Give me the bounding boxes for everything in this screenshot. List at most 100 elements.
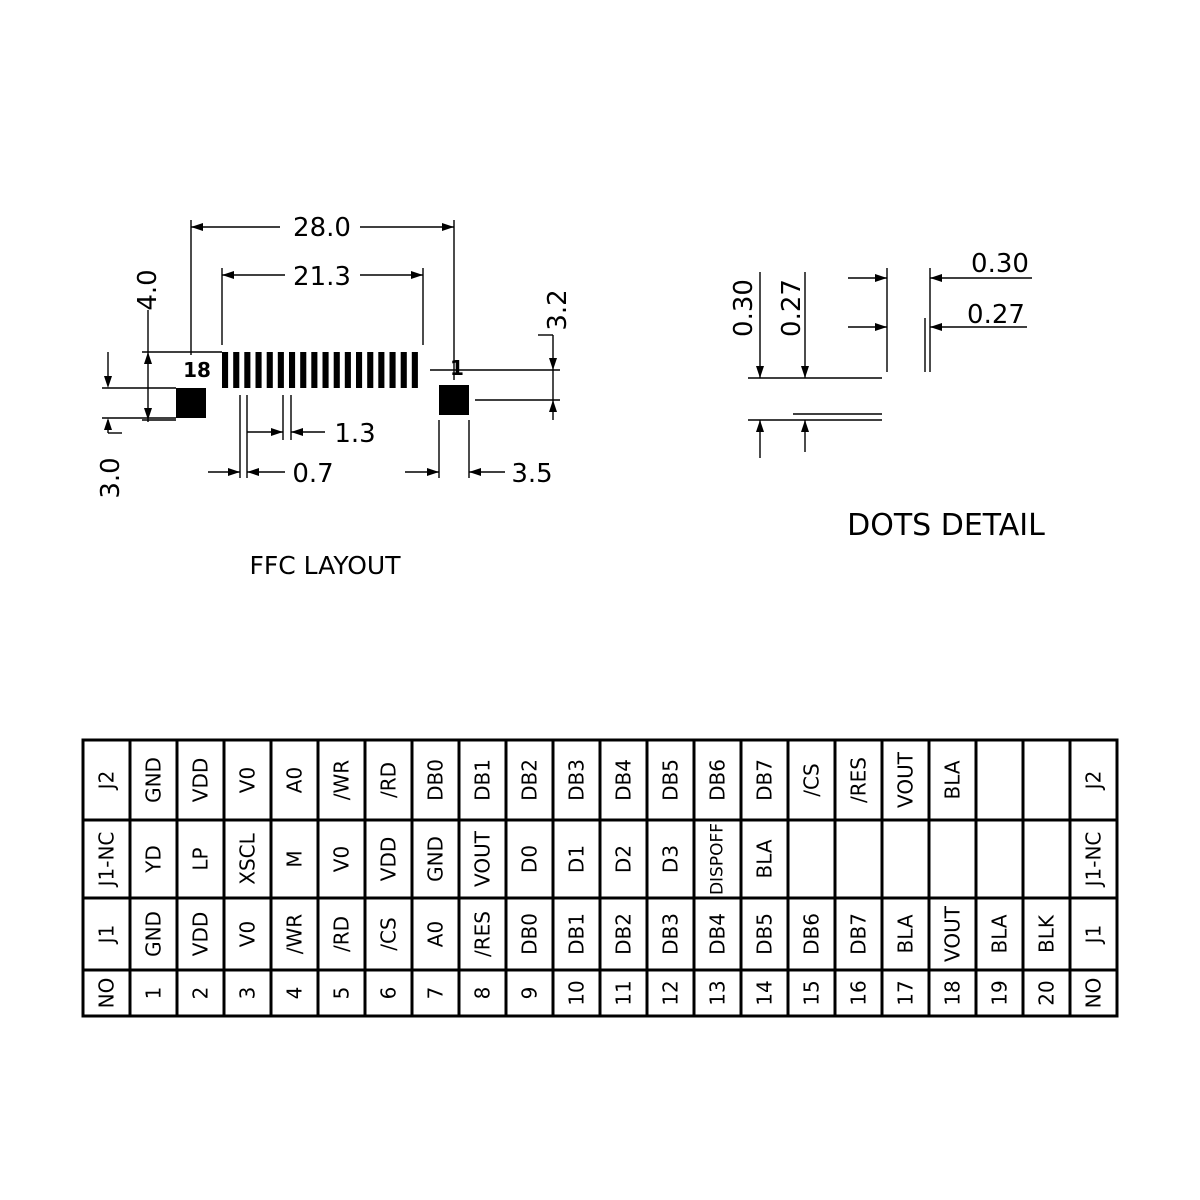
table-cell: DB2 [518,759,542,801]
pin-stripe [333,352,340,388]
table-cell: DB3 [565,759,589,801]
table-cell: /RES [471,911,495,957]
table-cell: DB5 [753,913,777,955]
table-cell: DB6 [800,913,824,955]
table-cell: J1-NC [1082,832,1106,889]
table-cell: 4 [283,987,307,1000]
table-cell: /RD [377,762,401,798]
table-cell: 9 [518,987,542,1000]
table-cell: 12 [659,980,683,1005]
table-cell: M [283,850,307,867]
table-cell: J1 [1082,925,1106,946]
table-cell: BLA [941,760,965,799]
dots-detail: 0.30 0.27 0.30 0.27 DOTS DETAIL [729,249,1045,543]
pin-stripe [378,352,385,388]
table-cell: V0 [236,921,260,947]
left-pad [176,388,206,418]
pin-stripe [411,352,418,388]
pin-stripe [222,352,229,388]
table-cell: 10 [565,980,589,1005]
table-cell: 7 [424,987,448,1000]
table-cell: /WR [283,914,307,955]
ffc-layout-title: FFC LAYOUT [250,551,402,580]
table-cell: VOUT [471,830,495,887]
table-cell: BLK [1035,914,1059,953]
table-cell: DB1 [471,759,495,801]
table-cell: /CS [377,917,401,950]
pin-stripe [400,352,407,388]
table-cell: DB4 [612,759,636,801]
table-cell: NO [1082,978,1106,1009]
dots-detail-title: DOTS DETAIL [847,508,1045,543]
table-cell: VOUT [941,905,965,962]
table-cell: VDD [189,912,213,956]
table-cell: NO [95,978,119,1009]
pin-stripe [322,352,329,388]
table-cell: V0 [330,846,354,872]
pin-stripe [277,352,284,388]
dots-h-0-30: 0.30 [971,249,1029,279]
table-cell: BLA [988,914,1012,953]
dots-v-0-30: 0.30 [729,279,759,337]
table-cell: DB0 [518,913,542,955]
table-cell: D3 [659,845,683,873]
pin-stripe [311,352,318,388]
table-cell: DB7 [847,913,871,955]
dim-28: 28.0 [293,213,351,243]
table-cell: DB6 [706,759,730,801]
table-cell: DB2 [612,913,636,955]
table-cell: J2 [95,771,119,792]
table-cell: 3 [236,987,260,1000]
table-cell: A0 [424,921,448,947]
dim-3-5: 3.5 [511,459,552,489]
table-cell: GND [424,836,448,882]
table-cell: DB1 [565,913,589,955]
table-cell: GND [142,757,166,803]
table-cell: 15 [800,980,824,1005]
table-cell: V0 [236,767,260,793]
table-cell: YD [142,845,166,874]
table-cell: D1 [565,845,589,873]
table-cell: LP [189,847,213,870]
table-cell: /CS [800,763,824,796]
table-cell: /RD [330,916,354,952]
pin-label-1: 1 [450,356,464,380]
pin-stripe [356,352,363,388]
table-cell: /WR [330,760,354,801]
pin-stripe [289,352,296,388]
table-cell: XSCL [236,832,260,884]
pin-stripe [389,352,396,388]
table-cell: DB5 [659,759,683,801]
table-cell: BLA [753,839,777,878]
table-cell: DB4 [706,913,730,955]
dim-0-7: 0.7 [292,459,333,489]
dots-v-0-27: 0.27 [777,279,807,337]
table-cell: J1 [95,925,119,946]
dim-21-3: 21.3 [293,262,351,292]
pin-label-18: 18 [183,358,211,382]
ffc-layout: 28.0 21.3 18 1 4.0 3.0 [96,213,573,580]
dots-h-0-27: 0.27 [967,300,1025,330]
dim-3-0: 3.0 [96,457,126,498]
pin-stripe [244,352,251,388]
pin-stripe [266,352,273,388]
pin-stripe [300,352,307,388]
table-cell: A0 [283,767,307,793]
table-cell: 11 [612,980,636,1005]
table-cell: 8 [471,987,495,1000]
pin-stripe [233,352,240,388]
table-cell: 6 [377,987,401,1000]
table-cell: 18 [941,980,965,1005]
table-cell: BLA [894,914,918,953]
table-cell: J1-NC [95,832,119,889]
table-cell: 14 [753,980,777,1005]
table-cell: 1 [142,987,166,1000]
table-cell: 16 [847,980,871,1005]
table-cell: 13 [706,980,730,1005]
table-cell: DISPOFF [708,823,728,895]
table-cell: 19 [988,980,1012,1005]
table-cell: GND [142,911,166,957]
dim-3-2: 3.2 [543,289,573,330]
pin-stripe [255,352,262,388]
